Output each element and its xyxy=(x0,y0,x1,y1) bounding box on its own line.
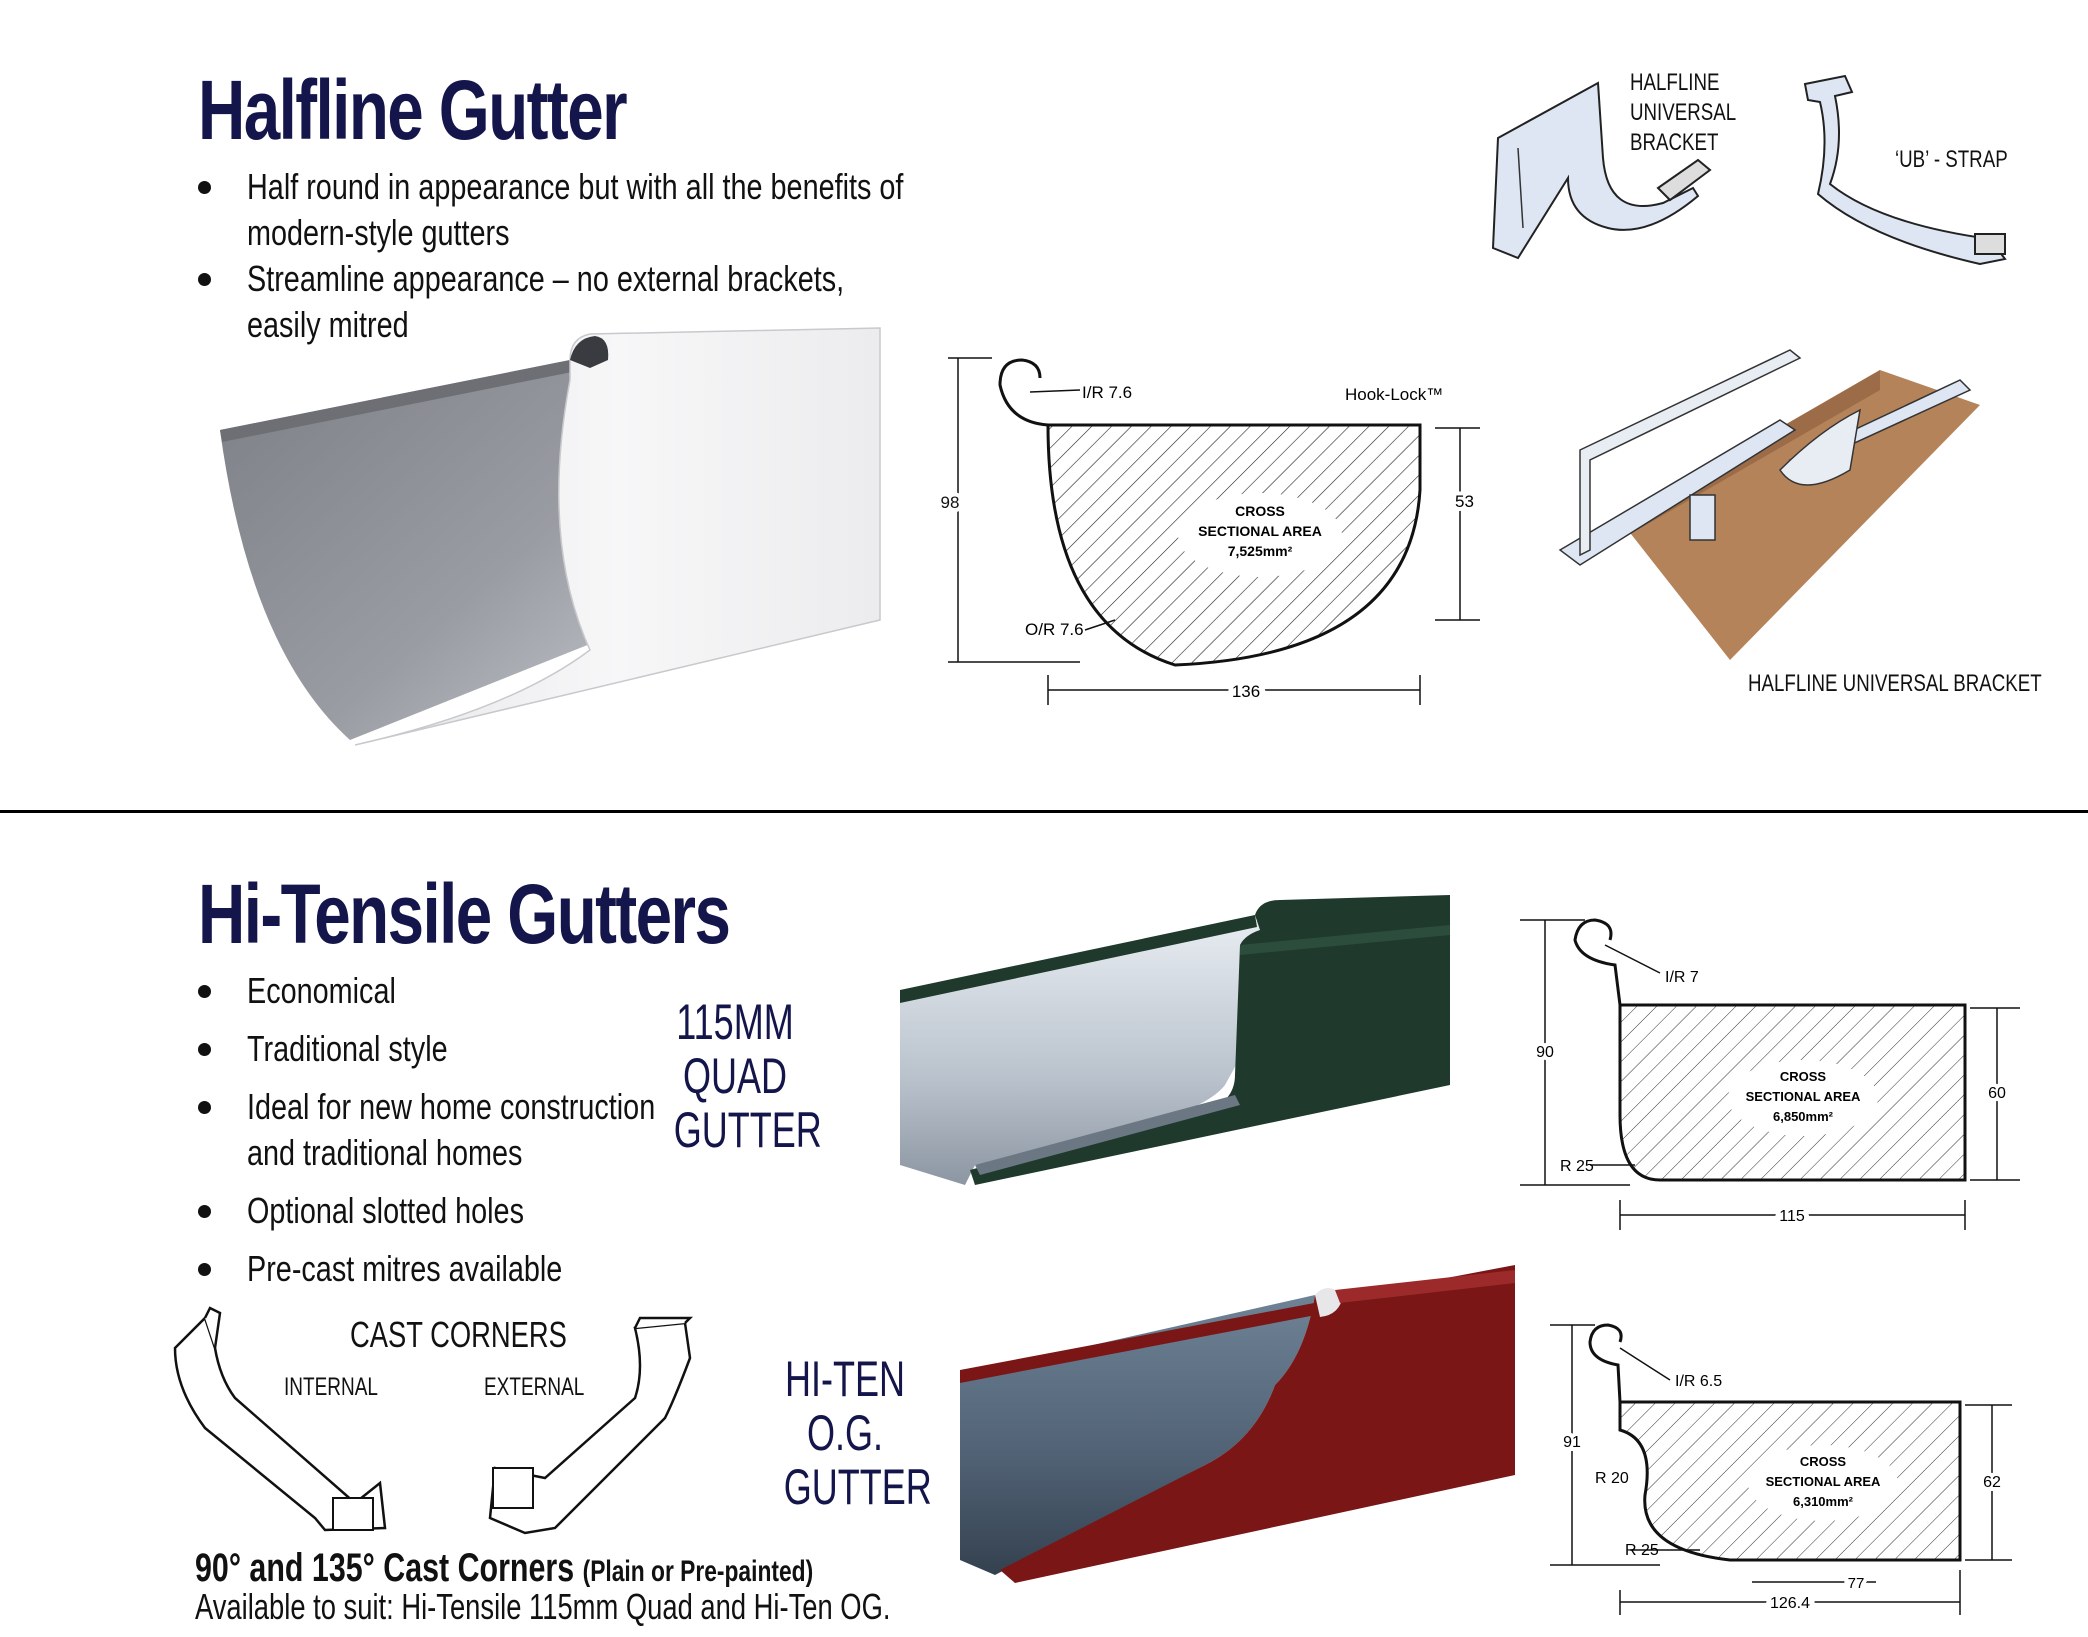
quad-height-label: 90 xyxy=(1536,1044,1554,1061)
ub-strap-label: ‘UB’ - STRAP xyxy=(1895,146,2008,173)
quad-right-height-label: 60 xyxy=(1988,1085,2006,1102)
halfline-bracket-image xyxy=(1491,81,1712,260)
cast-corners-title: CAST CORNERS xyxy=(350,1314,567,1355)
halfline-width-label: 136 xyxy=(1232,682,1260,701)
corners-heading: 90° and 135° Cast Corners (Plain or Pre-… xyxy=(195,1546,813,1591)
corners-heading-main: 90° and 135° Cast Corners xyxy=(195,1546,575,1590)
og-area-line1: CROSS xyxy=(1800,1454,1847,1469)
og-gutter-image xyxy=(960,1265,1515,1583)
ub-strap-image xyxy=(1803,74,2007,266)
quad-gutter-image xyxy=(900,895,1450,1185)
halfline-area-line3: 7,525mm² xyxy=(1228,543,1293,559)
halfline-area-line1: CROSS xyxy=(1235,503,1285,519)
og-area-line3: 6,310mm² xyxy=(1793,1494,1854,1509)
halfline-right-height-label: 53 xyxy=(1455,492,1474,511)
internal-corner-image xyxy=(173,1306,387,1532)
quad-gutter-label: 115MM QUAD GUTTER xyxy=(673,994,822,1158)
list-item: Streamline appearance – no external brac… xyxy=(198,256,1068,302)
halfline-bullets: Half round in appearance but with all th… xyxy=(198,164,1068,348)
list-item: Pre-cast mitres available xyxy=(198,1246,757,1292)
corners-heading-note: (Plain or Pre-painted) xyxy=(582,1555,814,1588)
section-divider xyxy=(0,810,2088,813)
halfline-hooklock-label: Hook-Lock™ xyxy=(1345,385,1443,404)
list-item: Traditional style xyxy=(198,1026,757,1072)
halfline-gutter-image xyxy=(220,327,881,746)
og-width-label: 126.4 xyxy=(1770,1595,1810,1612)
list-item: Optional slotted holes xyxy=(198,1188,757,1234)
og-area-line2: SECTIONAL AREA xyxy=(1766,1474,1881,1489)
halfline-ir-label: I/R 7.6 xyxy=(1082,383,1132,402)
halfline-or-label: O/R 7.6 xyxy=(1025,620,1084,639)
internal-label: INTERNAL xyxy=(284,1373,378,1401)
list-item: Half round in appearance but with all th… xyxy=(198,164,1068,210)
external-label: EXTERNAL xyxy=(484,1373,585,1401)
og-r25-label: R 25 xyxy=(1625,1542,1659,1559)
halfline-universal-bracket-label: HALFLINE UNIVERSAL BRACKET xyxy=(1748,670,2042,697)
og-r20-label: R 20 xyxy=(1595,1470,1629,1487)
list-item: Economical xyxy=(198,968,757,1014)
halfline-bracket-label: HALFLINE UNIVERSAL BRACKET xyxy=(1630,69,1737,156)
halfline-fascia-image xyxy=(1558,349,1980,660)
external-corner-image xyxy=(488,1316,694,1535)
quad-width-label: 115 xyxy=(1779,1208,1805,1225)
og-gutter-label: HI-TEN O.G. GUTTER xyxy=(783,1351,932,1515)
list-item: and traditional homes xyxy=(247,1132,523,1173)
quad-cross-section: I/R 7 90 60 R 25 115 CROSS SECTIONAL ARE… xyxy=(1520,918,2020,1230)
og-bottom-label: 77 xyxy=(1848,1575,1865,1592)
halfline-area-line2: SECTIONAL AREA xyxy=(1198,523,1322,539)
og-ir-label: I/R 6.5 xyxy=(1675,1373,1722,1390)
og-cross-section: I/R 6.5 91 62 R 20 R 25 77 126.4 CROSS S… xyxy=(1550,1323,2012,1617)
list-item: easily mitred xyxy=(247,304,409,345)
halfline-cross-section: I/R 7.6 O/R 7.6 Hook-Lock™ 98 53 136 CRO… xyxy=(937,357,1480,706)
og-right-height-label: 62 xyxy=(1983,1474,2001,1491)
hitensile-title: Hi-Tensile Gutters xyxy=(198,867,731,961)
quad-area-line2: SECTIONAL AREA xyxy=(1746,1089,1861,1104)
hitensile-bullets: Economical Traditional style Ideal for n… xyxy=(198,968,757,1292)
halfline-height-label: 98 xyxy=(941,493,960,512)
quad-area-line3: 6,850mm² xyxy=(1773,1109,1834,1124)
available-text: Available to suit: Hi-Tensile 115mm Quad… xyxy=(195,1586,891,1627)
list-item: Ideal for new home construction xyxy=(198,1084,757,1130)
quad-ir-label: I/R 7 xyxy=(1665,969,1699,986)
quad-radius-label: R 25 xyxy=(1560,1158,1594,1175)
og-height-label: 91 xyxy=(1563,1434,1581,1451)
halfline-title: Halfline Gutter xyxy=(198,63,628,157)
list-item: modern-style gutters xyxy=(247,212,510,253)
quad-area-line1: CROSS xyxy=(1780,1069,1827,1084)
